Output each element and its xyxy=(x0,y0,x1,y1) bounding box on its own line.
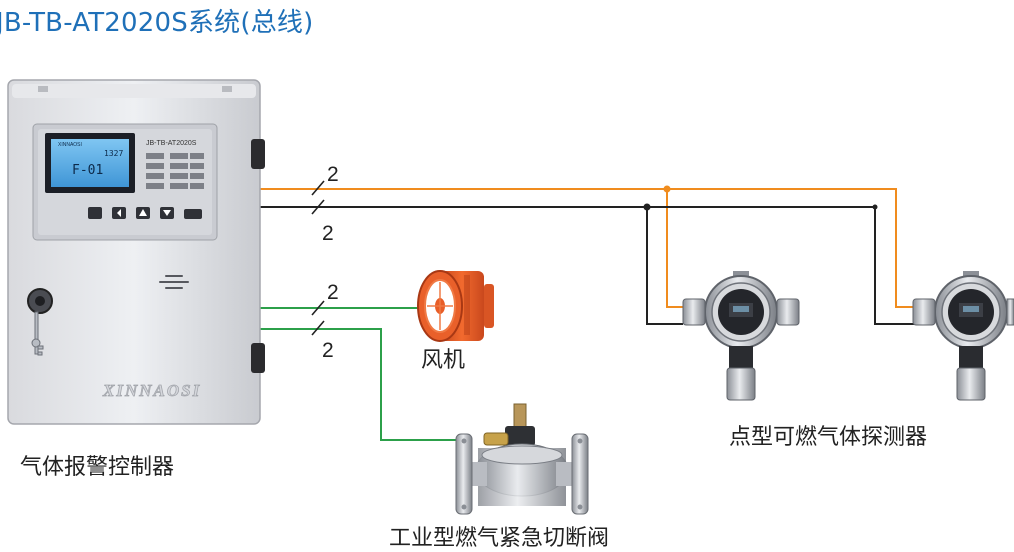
valve-icon xyxy=(455,403,589,515)
signal-bus-line xyxy=(260,188,914,308)
wire-count-label: 2 xyxy=(327,281,339,304)
power-bus-line xyxy=(260,206,914,325)
detector-icon xyxy=(682,271,800,401)
fan-icon xyxy=(417,270,494,342)
controller-model: JB-TB-AT2020S xyxy=(146,140,197,147)
valve-label: 工业型燃气紧急切断阀 xyxy=(389,526,610,551)
diagram-title: JB-TB-AT2020S系统(总线) xyxy=(0,8,314,38)
wire-count-label: 2 xyxy=(322,339,334,362)
lcd-screen xyxy=(51,139,129,187)
detector-icon xyxy=(912,271,1014,401)
wire-count-slashes xyxy=(311,180,325,336)
power-bus-branch xyxy=(646,207,683,325)
signal-bus-branch xyxy=(666,189,683,308)
cabinet-brand: XINNAOSI xyxy=(102,381,201,400)
wire-count-label: 2 xyxy=(322,222,334,245)
detectors-label: 点型可燃气体探测器 xyxy=(729,425,928,450)
controller-brand-mini: XINNAOSI xyxy=(58,142,82,148)
fan-label: 风机 xyxy=(421,348,466,373)
valve-output-line xyxy=(256,328,462,441)
lcd-code: F-01 xyxy=(72,163,103,178)
lcd-number: 1327 xyxy=(104,149,123,158)
power-junction-dot xyxy=(643,203,651,211)
signal-junction-dot xyxy=(663,185,671,193)
controller-cabinet: F-01 1327 XINNAOSI JB-TB-AT2020S xyxy=(7,79,265,425)
wire-count-label: 2 xyxy=(327,163,339,186)
key-icon xyxy=(31,311,44,356)
controller-label: 气体报警控制器 xyxy=(20,455,175,480)
bus-wiring xyxy=(256,188,914,441)
power-junction-dot-2 xyxy=(872,204,878,210)
